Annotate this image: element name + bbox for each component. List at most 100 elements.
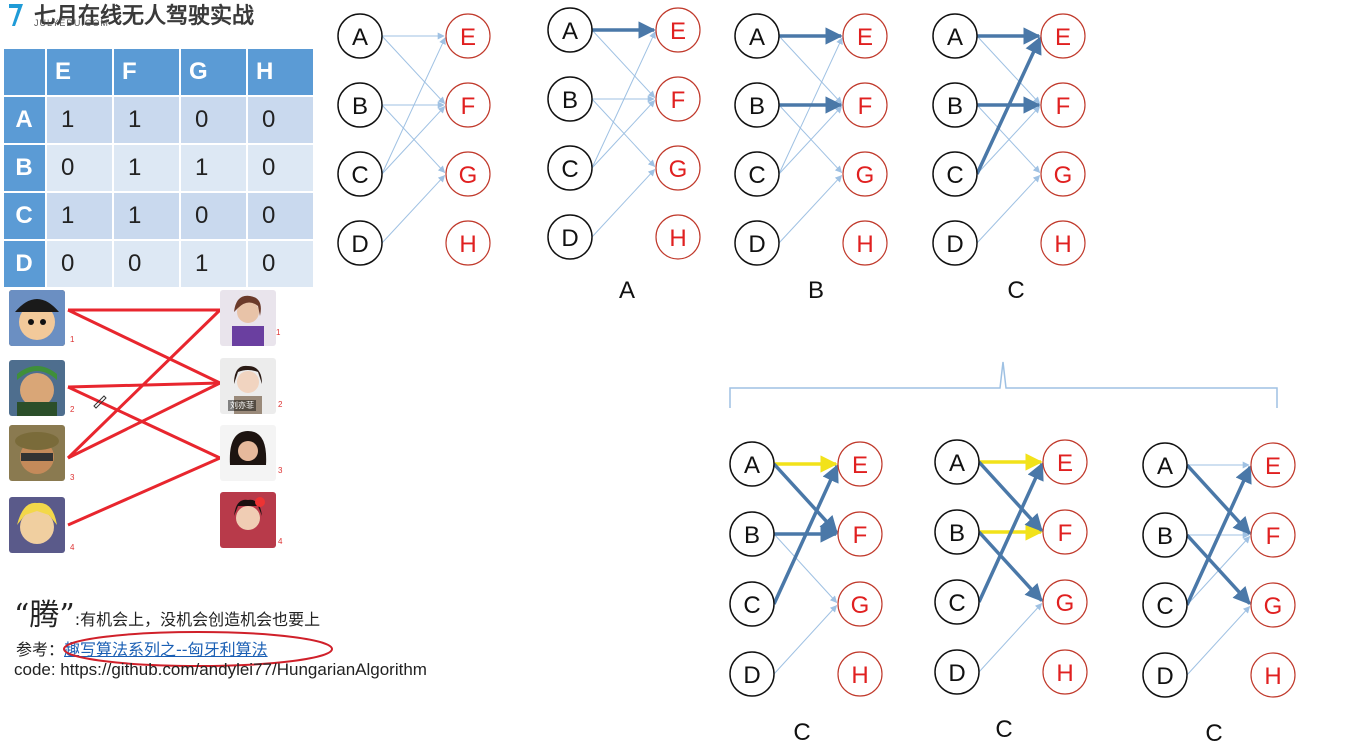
- left-node: [729, 441, 775, 487]
- avatar-left-1: [9, 290, 65, 346]
- thick-edge: [772, 462, 838, 534]
- thin-edge: [976, 174, 1041, 244]
- thin-edge: [591, 31, 656, 169]
- avatar-number: 3: [278, 466, 283, 475]
- avatar-number: 3: [70, 473, 75, 482]
- thick-edge: [1185, 465, 1252, 606]
- reference-link[interactable]: 趣写算法系列之--匈牙利算法: [64, 640, 268, 659]
- thin-edge: [381, 35, 446, 105]
- right-node: [655, 7, 701, 53]
- left-node: [729, 581, 775, 627]
- right-node-label: G: [851, 592, 870, 619]
- left-node: [337, 82, 383, 128]
- left-node: [1142, 652, 1188, 698]
- thin-edge: [978, 602, 1043, 673]
- thin-edge: [591, 29, 656, 99]
- right-node-label: E: [857, 24, 873, 51]
- right-node: [1040, 82, 1086, 128]
- matrix-col-header: H: [248, 49, 313, 95]
- left-node-label: D: [946, 231, 963, 258]
- left-node-label: D: [743, 662, 760, 689]
- left-node: [932, 13, 978, 59]
- left-node: [337, 151, 383, 197]
- left-node: [734, 82, 780, 128]
- right-node: [842, 13, 888, 59]
- avatar-number: 1: [70, 335, 75, 344]
- thin-edge: [591, 98, 656, 168]
- matrix-cell: 0: [181, 97, 246, 143]
- right-node: [837, 441, 883, 487]
- thin-edge: [381, 105, 446, 175]
- right-node: [1250, 582, 1296, 628]
- avatar-right-3: [220, 425, 276, 481]
- matrix-row-header: A: [4, 97, 45, 143]
- right-node: [445, 82, 491, 128]
- avatar-right-1: [220, 290, 276, 346]
- step-caption: C: [793, 719, 810, 746]
- thin-edge: [976, 105, 1041, 175]
- right-node: [1040, 151, 1086, 197]
- logo-brand: 七月在线: [34, 4, 123, 29]
- right-node-label: F: [461, 93, 476, 120]
- logo-domain: JULYEDU.COM: [34, 18, 109, 28]
- left-node: [729, 511, 775, 557]
- cartoon-face-icon: [9, 360, 65, 416]
- right-node: [445, 220, 491, 266]
- group-brace: [729, 361, 1278, 408]
- left-node: [547, 76, 593, 122]
- thin-edge: [381, 104, 446, 174]
- step-caption: C: [1007, 277, 1024, 304]
- left-node: [934, 439, 980, 485]
- left-node: [337, 220, 383, 266]
- right-node-label: G: [459, 162, 478, 189]
- right-node-label: H: [851, 662, 868, 689]
- thick-edge: [1185, 533, 1251, 605]
- left-node-label: B: [744, 522, 760, 549]
- left-node: [932, 151, 978, 197]
- left-node: [734, 220, 780, 266]
- cartoon-face-icon: [9, 290, 65, 346]
- thick-edge: [975, 36, 1042, 175]
- right-node: [1042, 579, 1088, 625]
- right-node-label: E: [670, 18, 686, 45]
- match-line: [67, 456, 221, 527]
- right-node: [655, 145, 701, 191]
- quote-mark: “腾”: [14, 598, 75, 633]
- right-node: [445, 13, 491, 59]
- left-node-label: C: [1156, 593, 1173, 620]
- adjacency-matrix: E F G H A 1 1 0 0 B 0 1 1 0 C 1 1 0 0 D …: [2, 47, 315, 289]
- avatar-left-3: [9, 425, 65, 481]
- avatar-caption: 刘亦菲: [228, 400, 256, 411]
- graph-root: ABCDEFGHABCDEFGHAABCDEFGHBABCDEFGHCABCDE…: [337, 7, 1296, 747]
- thin-edge: [591, 168, 656, 238]
- matrix-col-header: F: [114, 49, 179, 95]
- matrix-cell: 1: [114, 145, 179, 191]
- left-node-label: B: [947, 93, 963, 120]
- left-node-label: A: [949, 450, 965, 477]
- right-node-label: E: [1265, 453, 1281, 480]
- left-node-label: C: [748, 162, 765, 189]
- left-node: [1142, 582, 1188, 628]
- right-node: [655, 214, 701, 260]
- right-node: [837, 581, 883, 627]
- right-node: [1250, 512, 1296, 558]
- right-node-label: E: [852, 452, 868, 479]
- left-node: [734, 13, 780, 59]
- left-node-label: D: [1156, 663, 1173, 690]
- right-node-label: F: [671, 87, 686, 114]
- thin-edge: [591, 99, 656, 169]
- left-node: [1142, 512, 1188, 558]
- left-node-label: C: [743, 592, 760, 619]
- left-node-label: C: [946, 162, 963, 189]
- thin-edge: [778, 105, 843, 175]
- portrait-photo-icon: [220, 492, 276, 548]
- left-node-label: A: [352, 24, 368, 51]
- portrait-photo-icon: [220, 290, 276, 346]
- right-node-label: F: [1056, 93, 1071, 120]
- left-node-label: A: [947, 24, 963, 51]
- right-node: [1040, 13, 1086, 59]
